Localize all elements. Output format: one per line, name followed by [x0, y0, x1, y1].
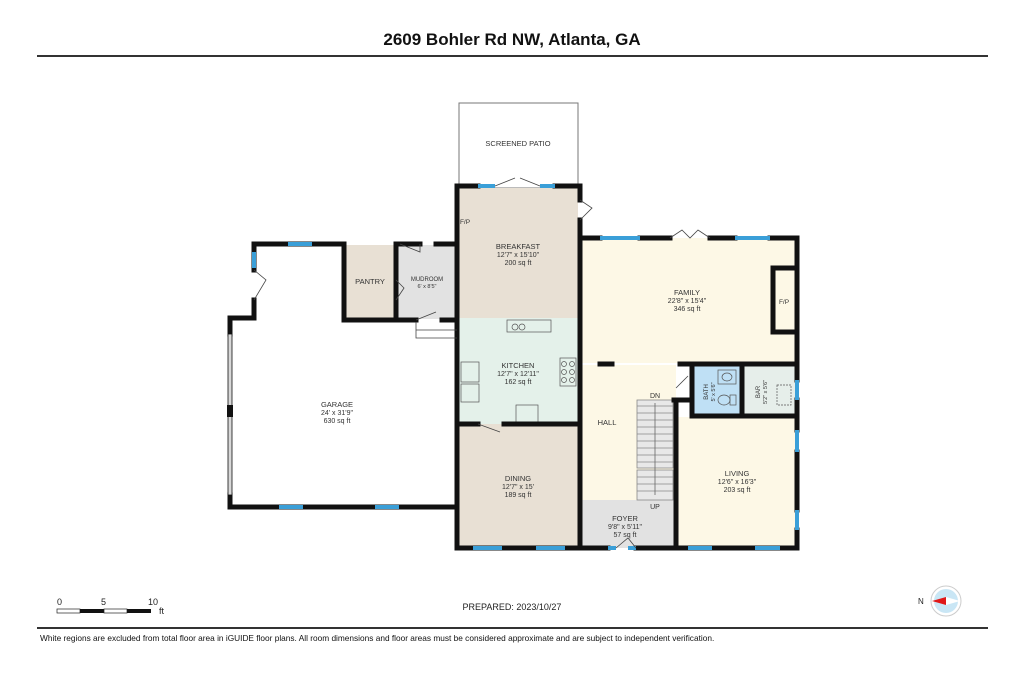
- label-screened-patio: SCREENED PATIO: [485, 139, 550, 148]
- area-family: 346 sq ft: [674, 306, 701, 313]
- label-pantry: PANTRY: [355, 277, 385, 286]
- room-labels: SCREENED PATIO BREAKFAST 12'7" x 15'10" …: [321, 139, 789, 539]
- label-living: LIVING: [725, 469, 750, 478]
- label-family: FAMILY: [674, 288, 700, 297]
- mudroom-area: [398, 245, 456, 319]
- stairs-up-label: UP: [650, 504, 660, 511]
- dims-foyer: 9'8" x 5'11": [608, 524, 642, 531]
- bath-area: [694, 366, 740, 415]
- disclaimer-text: White regions are excluded from total fl…: [40, 633, 715, 643]
- pantry-area: [346, 245, 396, 319]
- label-bath: BATH: [704, 384, 710, 400]
- area-breakfast: 200 sq ft: [505, 260, 532, 267]
- dims-family: 22'8" x 15'4": [668, 298, 707, 305]
- area-foyer: 57 sq ft: [614, 532, 637, 539]
- room-fills: [230, 102, 797, 548]
- dims-breakfast: 12'7" x 15'10": [497, 252, 540, 259]
- prepared-date: PREPARED: 2023/10/27: [462, 602, 562, 612]
- label-breakfast: BREAKFAST: [496, 242, 541, 251]
- screened-patio-area: [458, 102, 579, 189]
- area-kitchen: 162 sq ft: [505, 379, 532, 386]
- fireplace-breakfast-label: F/P: [460, 219, 470, 226]
- dims-bar: 5'2" x 5'6": [763, 380, 769, 404]
- fireplace-family-label: F/P: [779, 299, 789, 306]
- area-garage: 630 sq ft: [324, 418, 351, 425]
- bath-fixtures: [717, 369, 792, 406]
- windows: [252, 184, 799, 550]
- dims-bath: 5' x 5'6": [711, 382, 717, 401]
- area-living: 203 sq ft: [724, 487, 751, 494]
- dining-area: [459, 424, 578, 548]
- scale-unit: ft: [159, 606, 165, 616]
- garage-door-wall: [227, 333, 233, 496]
- dims-garage: 24' x 31'9": [321, 410, 354, 417]
- dims-mudroom: 6' x 8'5": [417, 284, 436, 290]
- compass-north-label: N: [918, 597, 924, 606]
- label-mudroom: MUDROOM: [411, 277, 443, 283]
- label-dining: DINING: [505, 474, 531, 483]
- header-divider: [37, 55, 988, 57]
- bar-area: [744, 366, 796, 415]
- foyer-area: [580, 500, 674, 548]
- label-kitchen: KITCHEN: [502, 361, 535, 370]
- dims-kitchen: 12'7" x 12'11": [497, 371, 539, 378]
- scale-bar: 0 5 10 ft: [56, 597, 165, 616]
- label-foyer: FOYER: [612, 514, 638, 523]
- scale-tick-10: 10: [148, 597, 158, 607]
- page-title: 2609 Bohler Rd NW, Atlanta, GA: [383, 30, 641, 49]
- footer-divider: [37, 627, 988, 629]
- area-dining: 189 sq ft: [505, 492, 532, 499]
- breakfast-area: [459, 188, 578, 318]
- scale-tick-5: 5: [101, 597, 106, 607]
- staircase: [636, 399, 674, 501]
- compass-icon: N: [918, 585, 962, 617]
- kitchen-fixtures: [460, 319, 577, 424]
- dims-living: 12'6" x 16'3": [718, 479, 757, 486]
- dims-dining: 12'7" x 15': [502, 484, 534, 491]
- doors: [253, 177, 711, 549]
- label-bar: BAR: [756, 385, 762, 398]
- family-area: [580, 238, 797, 363]
- label-garage: GARAGE: [321, 400, 353, 409]
- stairs-down-label: DN: [650, 393, 660, 400]
- scale-tick-0: 0: [57, 597, 62, 607]
- living-area: [677, 417, 796, 548]
- label-hall: HALL: [598, 418, 617, 427]
